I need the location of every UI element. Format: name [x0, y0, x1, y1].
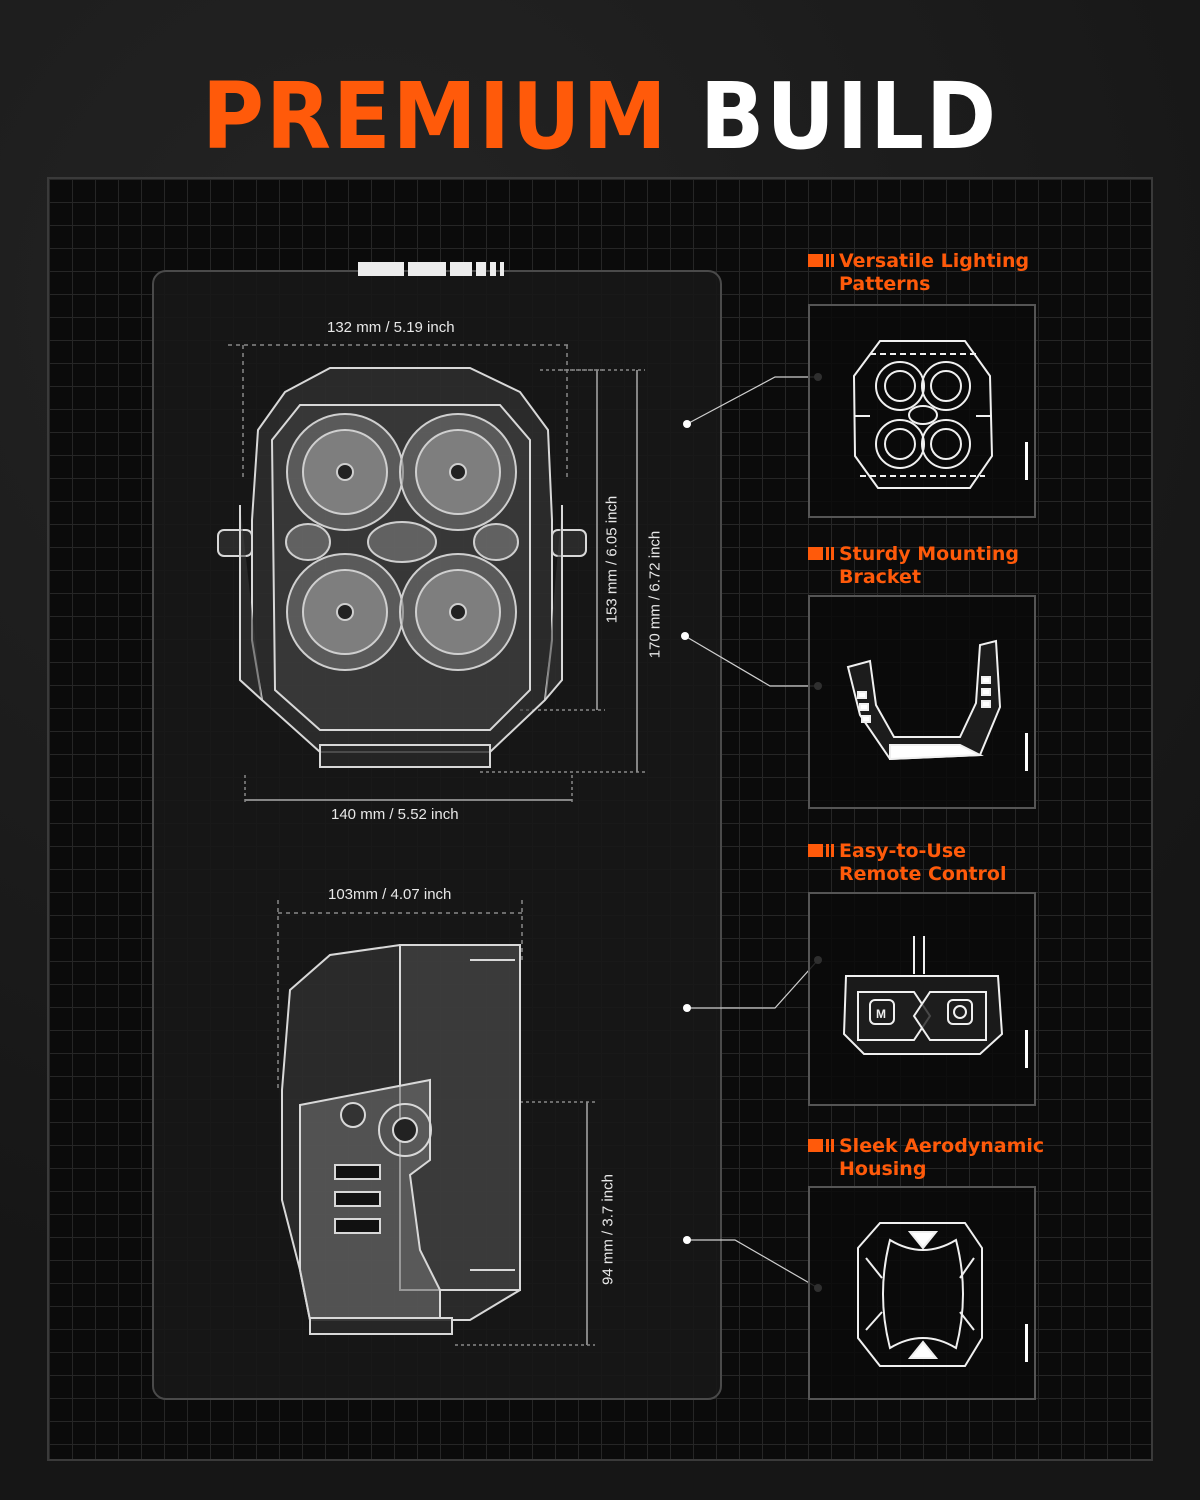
feature-box-housing: [808, 1186, 1036, 1400]
title-word-premium: PREMIUM: [201, 63, 669, 170]
side-height-label: 94 mm / 3.7 inch: [599, 1174, 617, 1285]
remote-control-icon: M: [842, 936, 1004, 1055]
svg-text:M: M: [876, 1007, 886, 1021]
panel-tab-marks: [358, 262, 518, 276]
title-bars-icon: [808, 844, 834, 857]
front-height-inner-label: 153 mm / 6.05 inch: [603, 495, 621, 624]
title-bars-icon: [808, 254, 834, 267]
light-pods-icon: [852, 340, 994, 489]
feature-title-lighting: Versatile Lighting Patterns: [808, 250, 1029, 296]
front-height-outer-label: 170 mm / 6.72 inch: [646, 530, 664, 659]
feature-title-remote: Easy-to-Use Remote Control: [808, 840, 1007, 886]
mounting-bracket-icon: [846, 639, 1002, 761]
title-bars-icon: [808, 1139, 834, 1152]
feature-box-remote: M: [808, 892, 1036, 1106]
feature-title-housing: Sleek Aerodynamic Housing: [808, 1135, 1044, 1181]
side-depth-label: 103mm / 4.07 inch: [328, 886, 452, 903]
front-width-top-label: 132 mm / 5.19 inch: [327, 319, 455, 336]
front-width-bottom-label: 140 mm / 5.52 inch: [331, 806, 459, 823]
feature-box-lighting: [808, 304, 1036, 518]
housing-icon: [857, 1222, 983, 1367]
feature-box-bracket: [808, 595, 1036, 809]
feature-title-bracket: Sturdy Mounting Bracket: [808, 543, 1019, 589]
title-bars-icon: [808, 547, 834, 560]
